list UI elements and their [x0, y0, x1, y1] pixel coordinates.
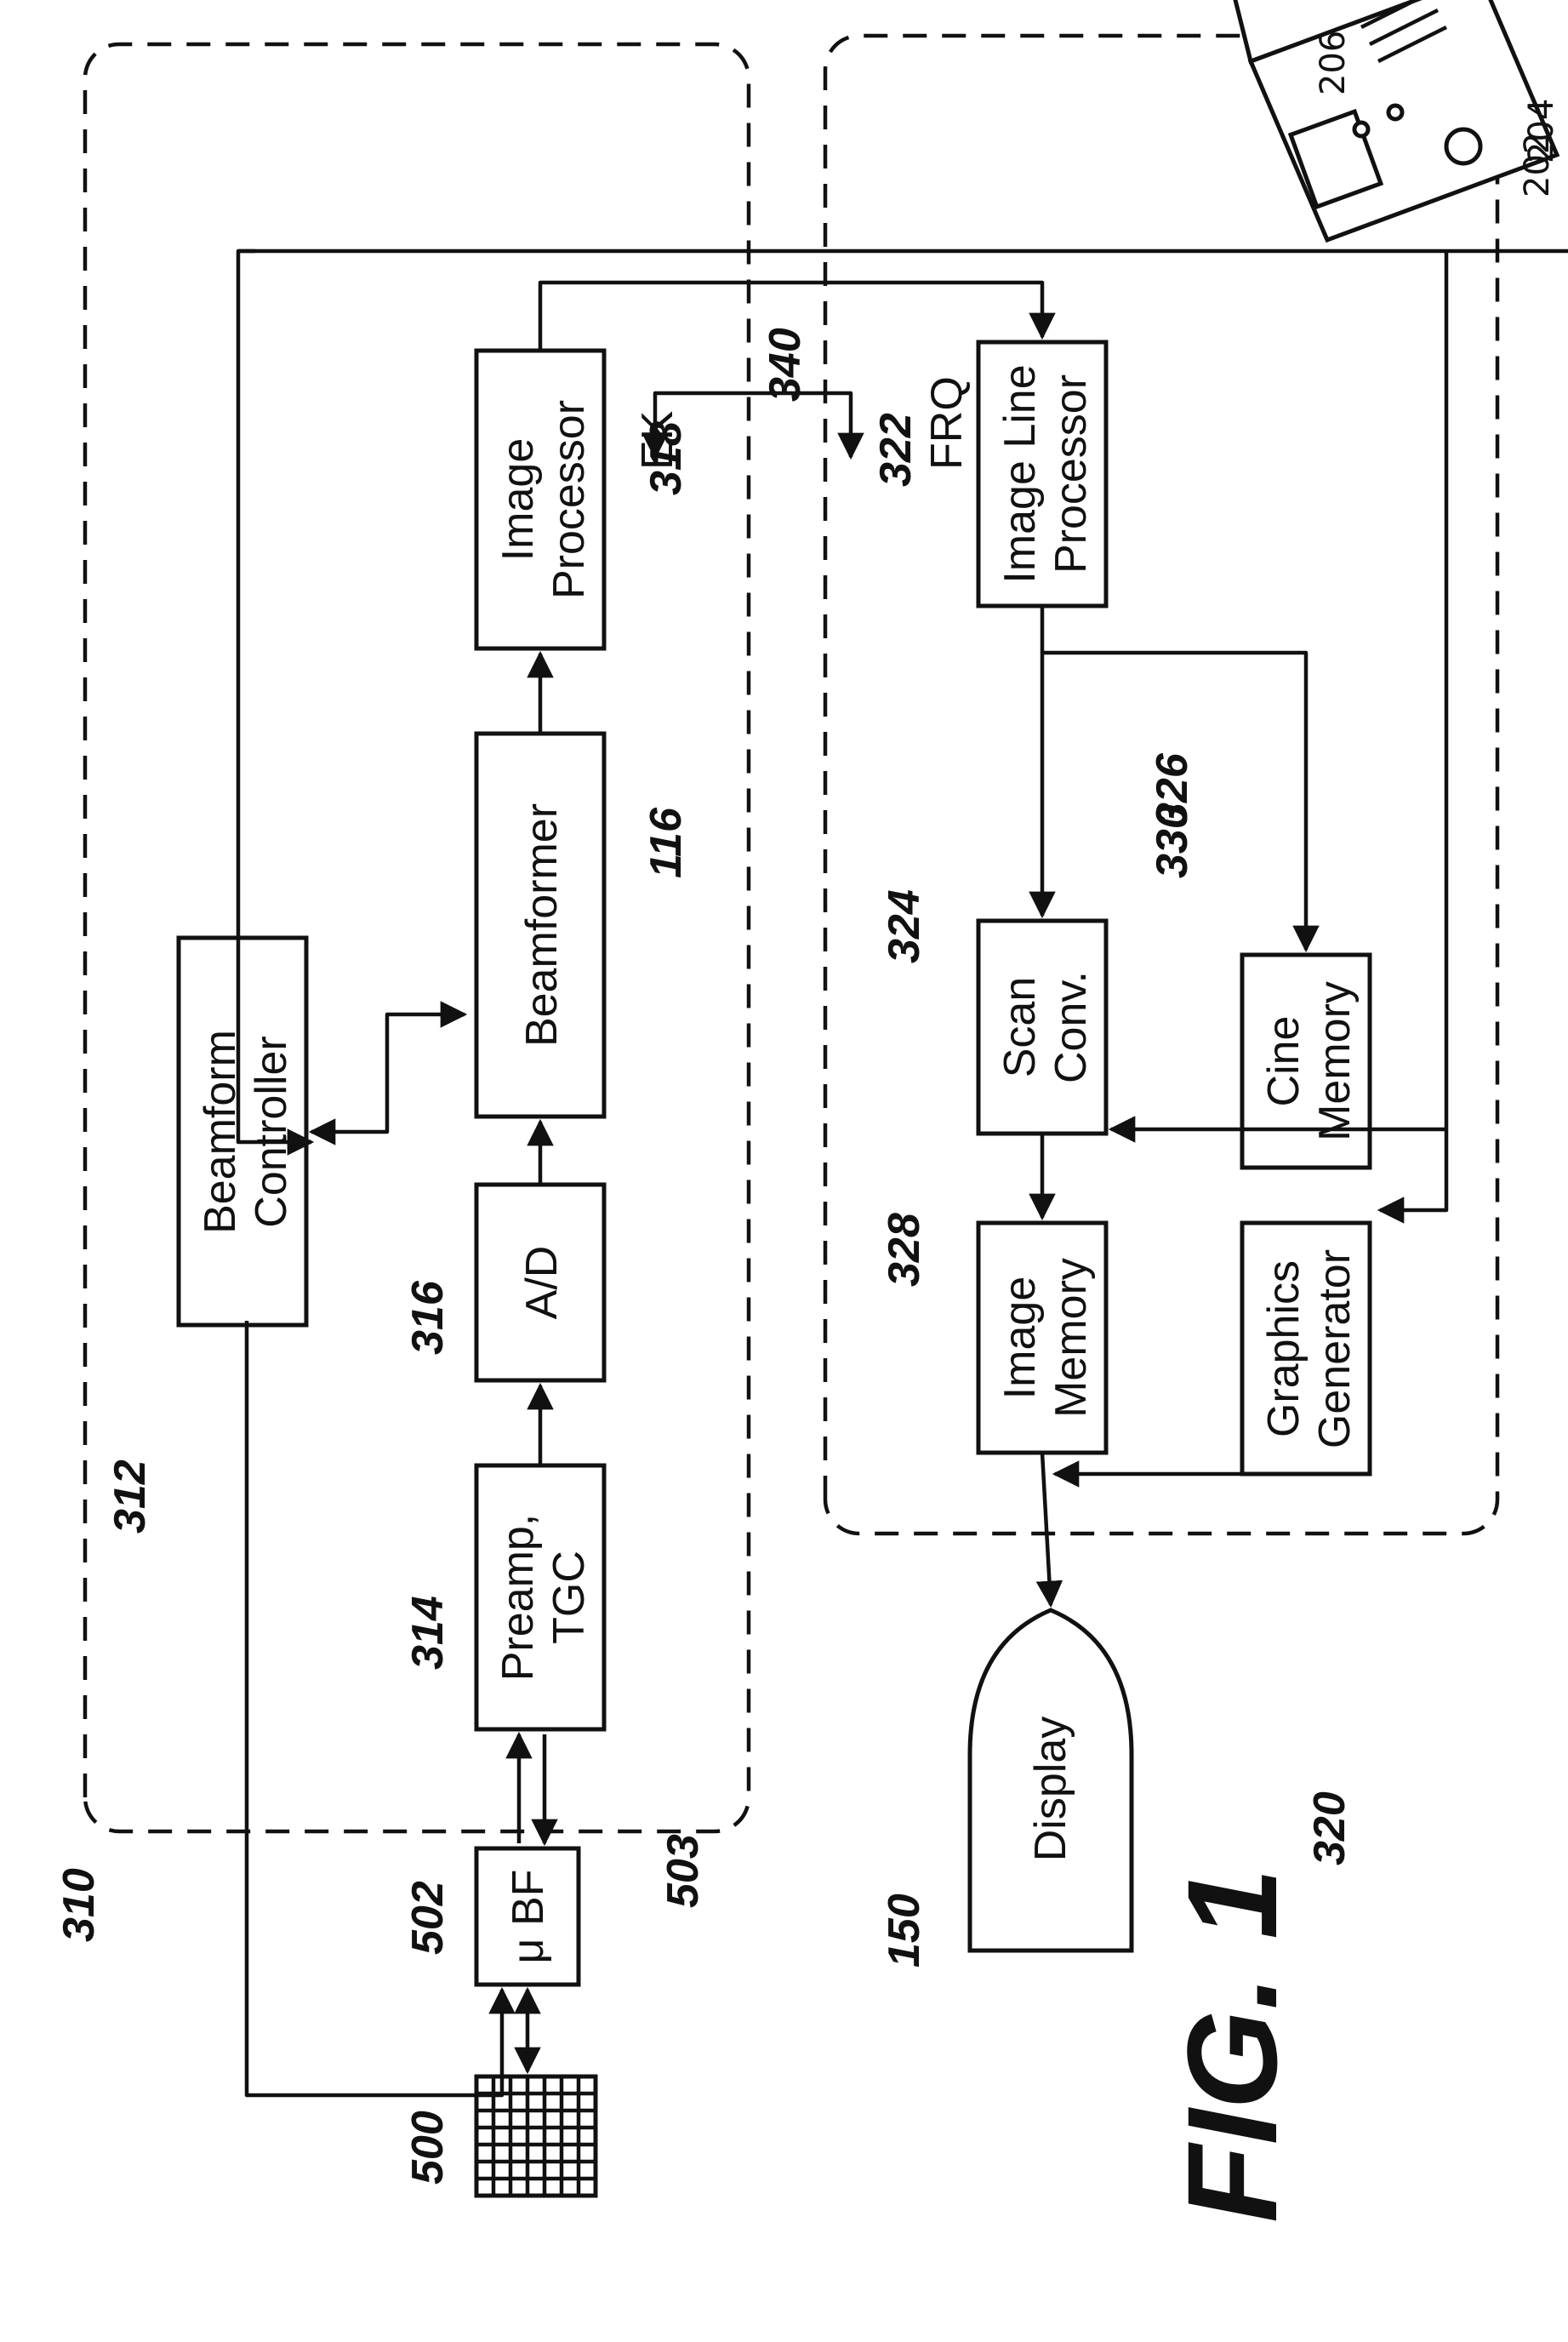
ref-116: 116	[641, 807, 691, 878]
image-line-processor-label-2: Processor	[1046, 374, 1096, 574]
ref-340: 340	[761, 328, 810, 402]
ref-328: 328	[880, 1213, 929, 1287]
preamp-tgc-label-2: TGC	[545, 1551, 594, 1644]
image-processor-label-1: Image	[493, 438, 543, 562]
scan-converter-label-1: Scan	[995, 977, 1045, 1078]
ref-503: 503	[659, 1834, 708, 1908]
display-label: Display	[1026, 1717, 1075, 1862]
beamformer-label: Beamformer	[517, 803, 567, 1047]
figure-title: FIG. 1	[1160, 1868, 1303, 2223]
cine-memory-label-1: Cine	[1259, 1016, 1309, 1107]
ref-500: 500	[403, 2111, 453, 2185]
image-memory-label-2: Memory	[1046, 1258, 1096, 1418]
ref-330: 330	[1148, 804, 1197, 878]
cine-memory-label-2: Memory	[1310, 981, 1360, 1141]
ref-200: 200	[1560, 30, 1568, 105]
ref-316: 316	[403, 1280, 453, 1355]
scan-converter-label-2: Conv.	[1046, 971, 1096, 1083]
ref-206: 206	[1314, 31, 1353, 95]
preamp-tgc-label-1: Preamp,	[493, 1514, 543, 1682]
ad-converter-label: A/D	[517, 1246, 567, 1320]
micro-beamformer-label: μ BF	[504, 1870, 553, 1964]
connection-lines	[238, 251, 1568, 2095]
ref-324: 324	[880, 889, 929, 963]
rotated-diagram: μ BF Preamp, TGC A/D Beamformer Image Pr…	[54, 0, 1568, 2223]
graphics-generator-label-2: Generator	[1310, 1249, 1360, 1448]
ref-310: 310	[54, 1868, 104, 1942]
ref-502: 502	[403, 1881, 453, 1955]
ref-312: 312	[105, 1459, 155, 1534]
knob-icon	[1446, 129, 1480, 163]
ek-signal-label: EK	[633, 410, 682, 470]
ref-322: 322	[871, 413, 921, 487]
control-panel	[1234, 0, 1557, 240]
ref-204: 204	[1522, 99, 1561, 163]
ref-320: 320	[1305, 1791, 1354, 1865]
frq-signal-label: FRQ	[922, 376, 972, 470]
beamform-controller-label-2: Controller	[247, 1036, 296, 1227]
image-memory-label-1: Image	[995, 1277, 1045, 1400]
ref-150: 150	[880, 1894, 929, 1968]
image-line-processor-label-1: Image Line	[995, 364, 1045, 583]
ref-314: 314	[403, 1596, 453, 1670]
image-processor-label-2: Processor	[545, 400, 594, 599]
graphics-generator-label-1: Graphics	[1259, 1260, 1309, 1437]
